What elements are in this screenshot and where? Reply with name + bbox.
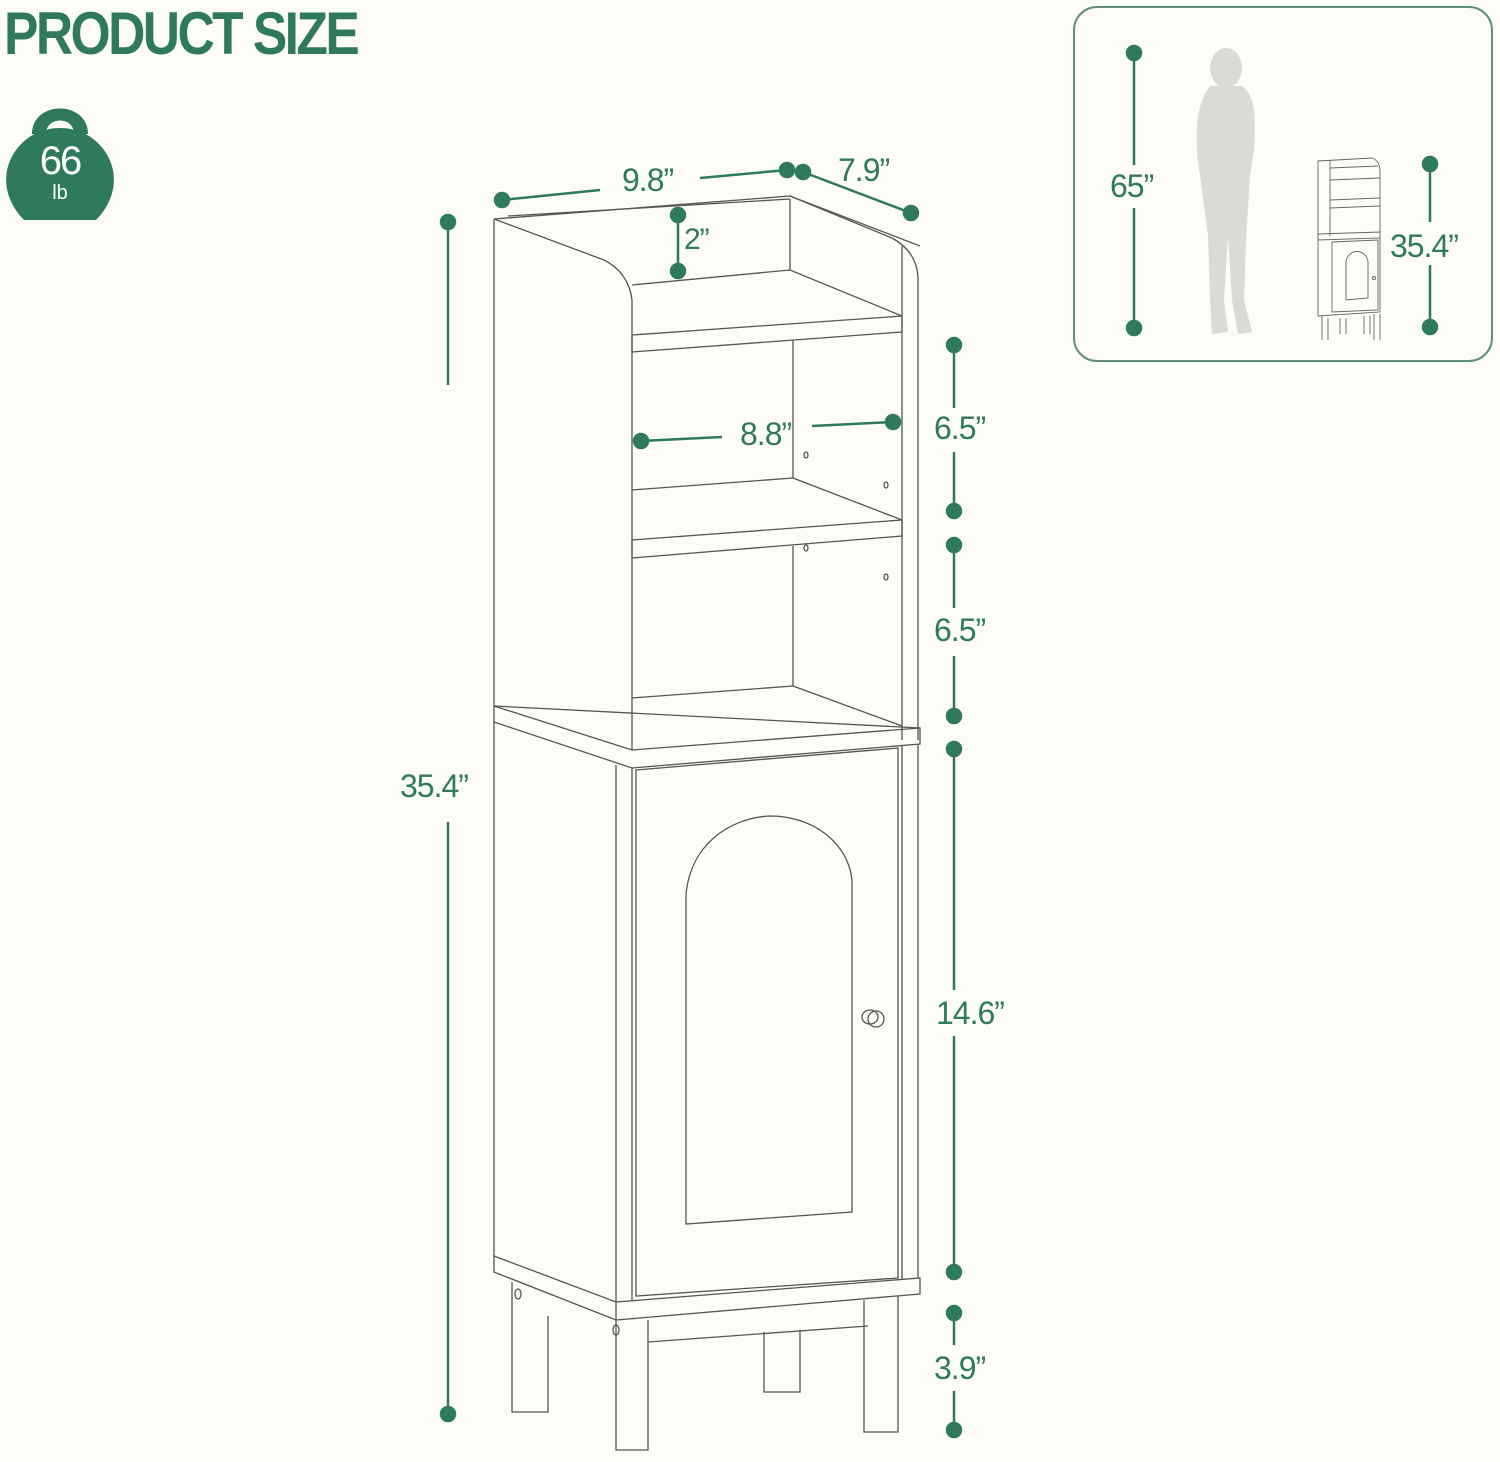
weight-unit: lb: [52, 182, 68, 204]
width-label: 9.8”: [622, 162, 674, 198]
mini-cabinet-height-label: 35.4”: [1390, 228, 1459, 264]
depth-label: 7.9”: [838, 152, 890, 188]
leg-height-label: 3.9”: [934, 1350, 986, 1386]
shelf-lower-label: 6.5”: [934, 612, 986, 648]
total-height-label: 35.4”: [400, 768, 469, 804]
weight-badge: 66 lb: [4, 96, 116, 220]
page-title: PRODUCT SIZE: [4, 0, 360, 67]
person-height-label: 65”: [1110, 168, 1154, 204]
inner-width-label: 8.8”: [740, 416, 792, 452]
scale-comparison-panel: [1073, 6, 1493, 362]
top-lip-label: 2”: [684, 223, 710, 256]
person-silhouette: [1196, 48, 1255, 334]
weight-value: 66: [39, 139, 83, 183]
shelf-upper-label: 6.5”: [934, 410, 986, 446]
cabinet-height-label: 14.6”: [936, 995, 1005, 1031]
mini-cabinet: [1317, 157, 1381, 340]
kettlebell-icon: [6, 108, 114, 220]
